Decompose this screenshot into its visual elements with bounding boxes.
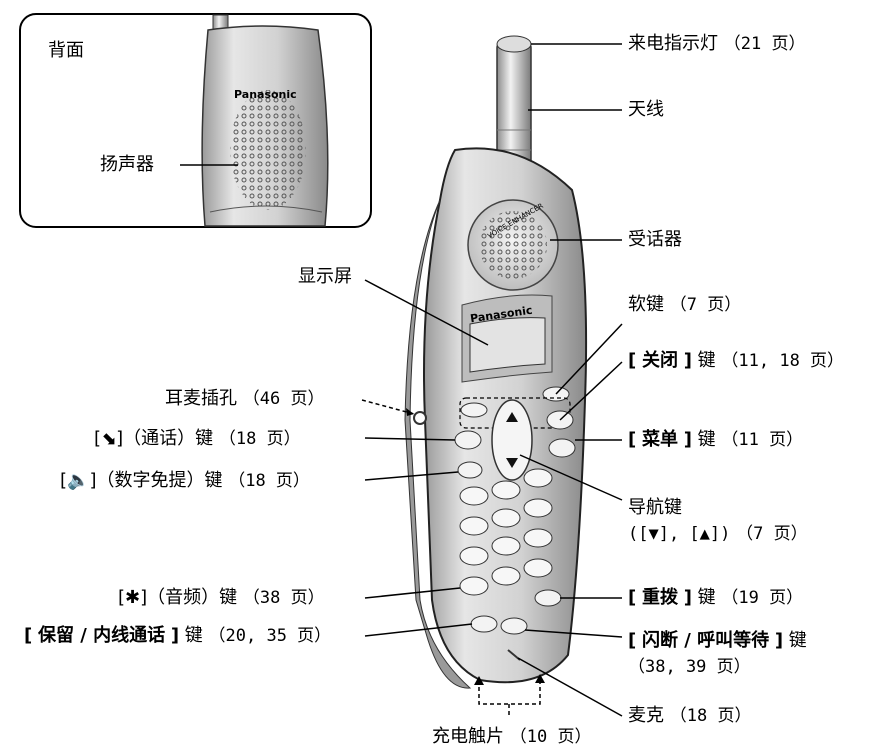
label-menu-key: [ 菜单 ] 键 （11 页） <box>628 429 804 450</box>
label-display: 显示屏 <box>298 266 352 287</box>
asterisk-icon: ✱ <box>125 587 141 608</box>
menu-key <box>548 438 576 458</box>
label-flash-key: [ 闪断 / 呼叫等待 ] 键 （38, 39 页） <box>628 630 807 677</box>
speakerphone-icon: 🔈 <box>67 470 90 491</box>
redial-key <box>534 589 562 607</box>
label-tone-key: [✱]（音频）键 （38 页） <box>118 587 325 608</box>
rear-view-inset <box>19 13 372 228</box>
label-ringer-light: 来电指示灯 （21 页） <box>628 33 806 54</box>
inset-brand: Panasonic <box>234 88 297 101</box>
speakerphone-key <box>457 461 483 479</box>
label-receiver: 受话器 <box>628 229 682 250</box>
handset <box>404 35 588 689</box>
leader-lines <box>180 43 623 717</box>
keypad <box>459 468 553 596</box>
hold-key <box>470 615 498 633</box>
flash-key <box>500 617 528 635</box>
label-redial-key: [ 重拨 ] 键 （19 页） <box>628 587 804 608</box>
label-nav-key: 导航键 ([▼], [▲]) （7 页） <box>628 497 808 544</box>
speaker-label: 扬声器 <box>100 154 154 175</box>
label-microphone: 麦克 （18 页） <box>628 705 752 726</box>
headset-jack <box>413 411 427 425</box>
soft-key-left <box>460 402 488 418</box>
label-hold-key: [ 保留 / 内线通话 ] 键 （20, 35 页） <box>24 625 332 646</box>
label-off-key: [ 关闭 ] 键 （11, 18 页） <box>628 350 845 371</box>
label-talk-key: [⬊]（通话）键 （18 页） <box>94 428 301 449</box>
handset-side <box>404 199 472 689</box>
display-screen <box>469 317 546 373</box>
label-headset-jack: 耳麦插孔 （46 页） <box>165 388 325 409</box>
label-charge-contacts: 充电触片 （10 页） <box>432 726 592 747</box>
talk-key <box>454 430 482 450</box>
inset-title: 背面 <box>48 40 84 61</box>
label-soft-keys: 软键 （7 页） <box>628 294 742 315</box>
nav-key <box>491 399 533 481</box>
talk-icon: ⬊ <box>101 428 117 449</box>
inset-speaker-grille <box>230 90 306 210</box>
ringer-light-tip <box>496 35 532 53</box>
label-antenna: 天线 <box>628 99 664 120</box>
label-speaker-key: [🔈]（数字免提）键 （18 页） <box>60 470 310 491</box>
